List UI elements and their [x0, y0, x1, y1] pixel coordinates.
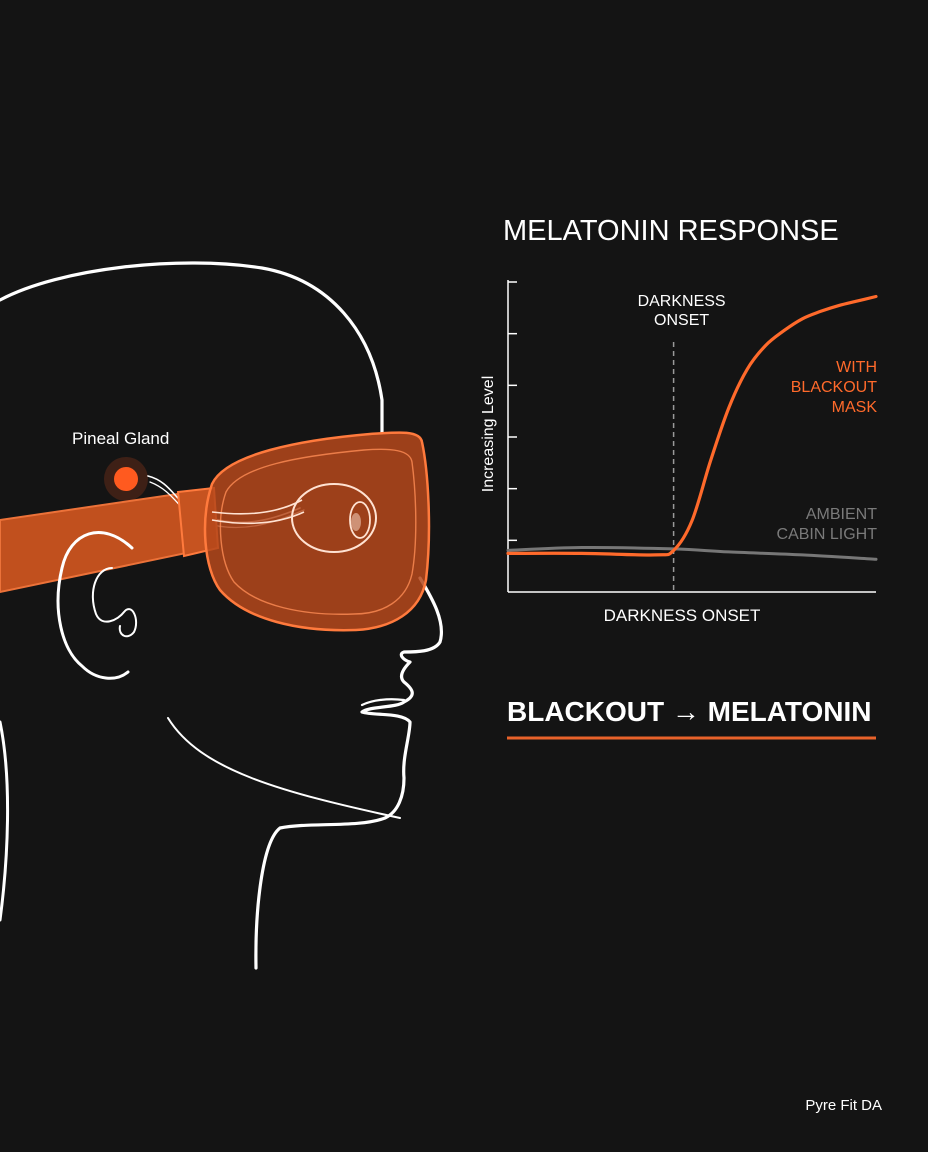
y-axis-label: Increasing Level	[480, 376, 497, 493]
eye-lens	[349, 501, 371, 539]
eye-iris	[351, 513, 361, 531]
back-neck	[0, 720, 10, 922]
pineal-gland-label: Pineal Gland	[72, 429, 169, 448]
optic-nerve	[211, 499, 305, 525]
series-label-ambient: AMBIENT	[806, 506, 877, 523]
head-illustration: Pineal Gland	[0, 261, 443, 970]
y-ticks	[508, 281, 517, 542]
lips-line	[360, 698, 406, 707]
eyeball-outline	[291, 483, 377, 553]
mask-inner-rim	[219, 448, 417, 615]
mask-eyecup	[203, 431, 431, 632]
series-label-mask: BLACKOUT	[791, 379, 877, 396]
series-label-ambient: CABIN LIGHT	[777, 526, 878, 543]
ambient-cabin-light-line	[506, 545, 878, 561]
series-label-mask: MASK	[832, 399, 878, 416]
darkness-onset-label: DARKNESS	[638, 293, 726, 310]
head-outline	[0, 261, 384, 435]
darkness-onset-label: ONSET	[654, 312, 709, 329]
series-label-mask: WITH	[836, 359, 877, 376]
ear-inner	[91, 567, 138, 638]
face-profile	[254, 576, 443, 970]
melatonin-chart: MELATONIN RESPONSE Increasing Level DARK…	[480, 215, 878, 625]
brand-signature: Pyre Fit DA	[805, 1097, 882, 1114]
headline: BLACKOUT → MELATONIN	[507, 696, 872, 727]
ear-outline	[56, 531, 134, 680]
x-axis-label: DARKNESS ONSET	[604, 606, 761, 625]
jaw-line	[167, 717, 401, 819]
chart-title: MELATONIN RESPONSE	[503, 215, 839, 247]
pineal-gland-dot	[114, 467, 138, 491]
blackout-mask-line	[506, 294, 878, 557]
